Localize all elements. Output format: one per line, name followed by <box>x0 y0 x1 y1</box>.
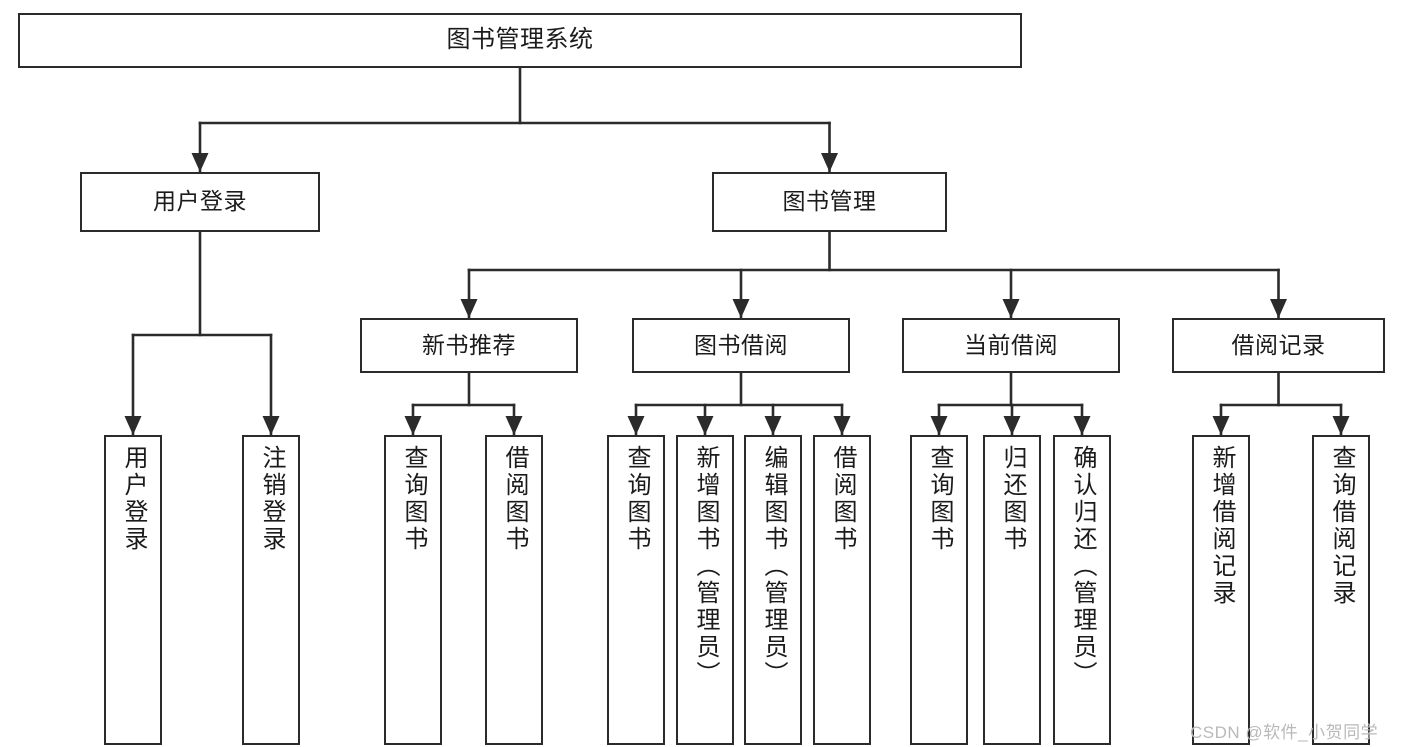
arrowhead-leaf-query-book-3 <box>930 416 948 435</box>
arrowhead-leaf-return-book <box>1003 416 1021 435</box>
node-label-new-book-rec: 新书推荐 <box>422 331 516 358</box>
node-root: 图书管理系统 <box>18 13 1022 68</box>
node-label-leaf-return-book: 归还图书 <box>999 445 1026 553</box>
node-borrow-record: 借阅记录 <box>1172 318 1385 373</box>
arrowhead-current-borrow <box>1002 299 1020 318</box>
node-leaf-borrow-book-1: 借阅图书 <box>485 435 543 745</box>
node-label-current-borrow: 当前借阅 <box>964 331 1058 358</box>
node-leaf-add-record: 新增借阅记录 <box>1192 435 1250 745</box>
node-label-root: 图书管理系统 <box>446 26 594 54</box>
node-label-leaf-confirm-return: 确认归还（管理员） <box>1069 445 1096 688</box>
arrowhead-leaf-borrow-book-2 <box>833 416 851 435</box>
arrowhead-leaf-query-book-2 <box>627 416 645 435</box>
arrowhead-new-book-rec <box>460 299 478 318</box>
arrowhead-leaf-borrow-book-1 <box>505 416 523 435</box>
node-leaf-confirm-return: 确认归还（管理员） <box>1053 435 1111 745</box>
arrowhead-leaf-query-book-1 <box>404 416 422 435</box>
node-leaf-query-record: 查询借阅记录 <box>1312 435 1370 745</box>
node-label-leaf-edit-book: 编辑图书（管理员） <box>760 445 787 688</box>
node-leaf-edit-book: 编辑图书（管理员） <box>744 435 802 745</box>
arrowhead-book-manage <box>821 153 838 172</box>
node-book-manage: 图书管理 <box>712 172 947 232</box>
arrowhead-leaf-query-record <box>1332 416 1350 435</box>
node-label-borrow-record: 借阅记录 <box>1231 331 1326 358</box>
node-label-leaf-add-record: 新增借阅记录 <box>1208 445 1235 607</box>
node-leaf-query-book-2: 查询图书 <box>607 435 665 745</box>
arrowhead-book-borrow <box>732 299 750 318</box>
node-label-leaf-query-book-3: 查询图书 <box>926 445 953 553</box>
node-book-borrow: 图书借阅 <box>632 318 850 373</box>
node-leaf-user-logout: 注销登录 <box>242 435 300 745</box>
arrowhead-leaf-user-login <box>124 416 142 435</box>
node-label-book-borrow: 图书借阅 <box>694 331 788 358</box>
node-label-leaf-query-book-1: 查询图书 <box>400 445 427 553</box>
node-leaf-add-book: 新增图书（管理员） <box>676 435 734 745</box>
node-label-leaf-query-record: 查询借阅记录 <box>1328 445 1355 607</box>
node-new-book-rec: 新书推荐 <box>360 318 578 373</box>
node-leaf-return-book: 归还图书 <box>983 435 1041 745</box>
node-current-borrow: 当前借阅 <box>902 318 1120 373</box>
arrowhead-leaf-add-record <box>1212 416 1230 435</box>
arrowhead-leaf-confirm-return <box>1073 416 1091 435</box>
arrowhead-leaf-user-logout <box>262 416 280 435</box>
node-leaf-query-book-1: 查询图书 <box>384 435 442 745</box>
node-leaf-user-login: 用户登录 <box>104 435 162 745</box>
node-label-leaf-add-book: 新增图书（管理员） <box>692 445 719 688</box>
node-label-leaf-query-book-2: 查询图书 <box>623 445 650 553</box>
node-label-leaf-user-logout: 注销登录 <box>258 445 285 553</box>
arrowhead-leaf-edit-book <box>764 416 782 435</box>
arrowhead-borrow-record <box>1270 299 1287 318</box>
node-leaf-query-book-3: 查询图书 <box>910 435 968 745</box>
node-label-leaf-borrow-book-2: 借阅图书 <box>829 445 856 553</box>
node-label-leaf-borrow-book-1: 借阅图书 <box>501 445 528 553</box>
node-label-user-login: 用户登录 <box>153 188 247 215</box>
node-user-login: 用户登录 <box>80 172 320 232</box>
arrowhead-user-login <box>191 153 209 172</box>
node-label-book-manage: 图书管理 <box>782 188 877 215</box>
node-leaf-borrow-book-2: 借阅图书 <box>813 435 871 745</box>
csdn-watermark: CSDN @软件_小贺同学 <box>1190 723 1379 742</box>
node-label-leaf-user-login: 用户登录 <box>120 445 147 553</box>
arrowhead-leaf-add-book <box>696 416 714 435</box>
